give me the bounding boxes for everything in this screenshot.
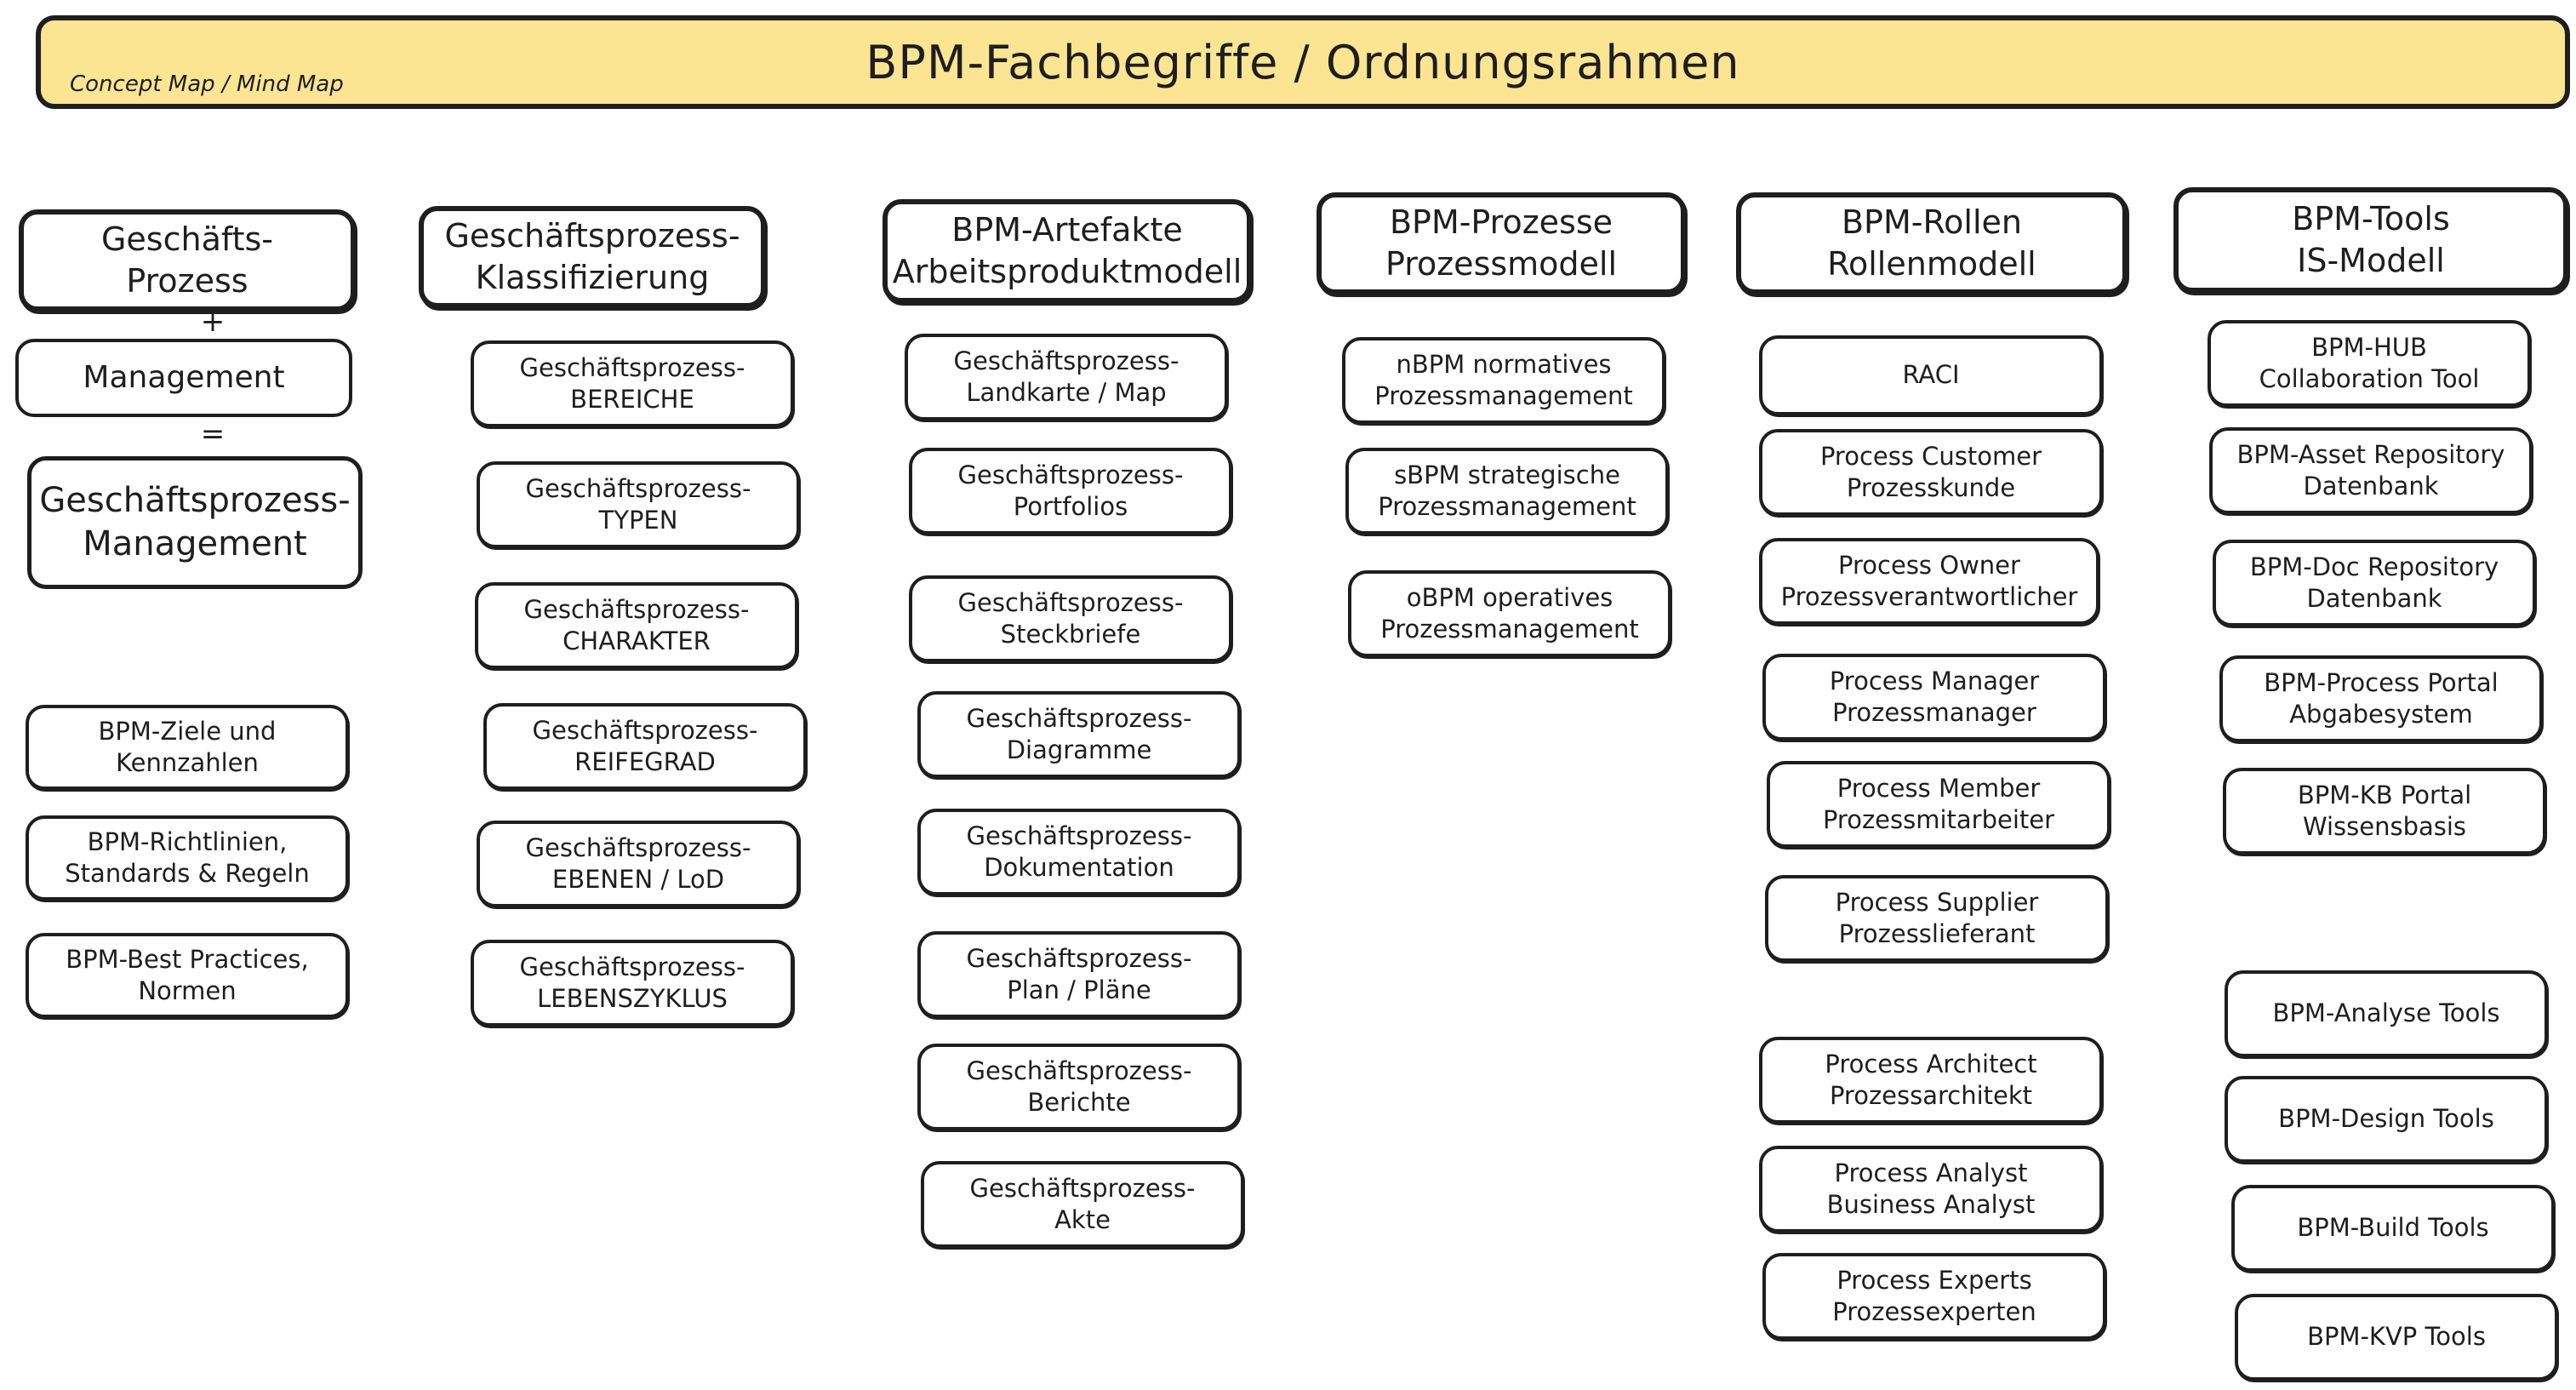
- col4-header[interactable]: BPM-Prozesse Prozessmodell: [1317, 192, 1686, 295]
- col4-item-2[interactable]: oBPM operatives Prozessmanagement: [1348, 570, 1671, 657]
- management-node[interactable]: Management: [15, 339, 352, 417]
- col6-item-8[interactable]: BPM-KVP Tools: [2235, 1294, 2558, 1381]
- col6-item-5[interactable]: BPM-Analyse Tools: [2225, 970, 2548, 1057]
- col6-item-4[interactable]: BPM-KB Portal Wissensbasis: [2223, 768, 2546, 855]
- col5-item-7[interactable]: Process Analyst Business Analyst: [1759, 1146, 2103, 1233]
- col6-item-2[interactable]: BPM-Doc Repository Datenbank: [2213, 540, 2536, 626]
- col3-item-5[interactable]: Geschäftsprozess- Plan / Pläne: [917, 931, 1241, 1018]
- col6-item-1[interactable]: BPM-Asset Repository Datenbank: [2209, 427, 2533, 514]
- col2-item-3[interactable]: Geschäftsprozess- REIFEGRAD: [483, 703, 807, 790]
- col5-item-2[interactable]: Process Owner Prozessverantwortlicher: [1759, 538, 2099, 625]
- title-banner: BPM-Fachbegriffe / Ordnungsrahmen Concep…: [36, 15, 2570, 109]
- col6-item-3[interactable]: BPM-Process Portal Abgabesystem: [2219, 655, 2543, 742]
- col3-item-4[interactable]: Geschäftsprozess- Dokumentation: [917, 809, 1241, 895]
- col5-item-1[interactable]: Process Customer Prozesskunde: [1759, 429, 2103, 516]
- col5-item-8[interactable]: Process Experts Prozessexperten: [1762, 1253, 2106, 1340]
- col5-item-3[interactable]: Process Manager Prozessmanager: [1762, 654, 2106, 741]
- equals-operator: =: [200, 417, 226, 451]
- col3-item-6[interactable]: Geschäftsprozess- Berichte: [917, 1044, 1241, 1130]
- plus-operator: +: [200, 305, 226, 339]
- col3-item-2[interactable]: Geschäftsprozess- Steckbriefe: [909, 575, 1232, 662]
- col6-item-6[interactable]: BPM-Design Tools: [2225, 1076, 2548, 1163]
- col5-header[interactable]: BPM-Rollen Rollenmodell: [1736, 192, 2128, 295]
- col2-item-0[interactable]: Geschäftsprozess- BEREICHE: [471, 340, 794, 427]
- col1-item-1[interactable]: BPM-Richtlinien, Standards & Regeln: [26, 815, 349, 901]
- result-node[interactable]: Geschäftsprozess- Management: [27, 456, 363, 589]
- col6-item-0[interactable]: BPM-HUB Collaboration Tool: [2208, 320, 2531, 407]
- page-title: BPM-Fachbegriffe / Ordnungsrahmen: [865, 36, 1740, 89]
- col1-item-2[interactable]: BPM-Best Practices, Normen: [26, 933, 349, 1018]
- col2-item-5[interactable]: Geschäftsprozess- LEBENSZYKLUS: [471, 940, 794, 1027]
- col2-item-1[interactable]: Geschäftsprozess- TYPEN: [477, 461, 800, 548]
- col1-header[interactable]: Geschäfts- Prozess: [19, 209, 356, 312]
- col1-item-0[interactable]: BPM-Ziele und Kennzahlen: [26, 705, 349, 790]
- page-subtitle: Concept Map / Mind Map: [70, 72, 344, 97]
- col3-header[interactable]: BPM-Artefakte Arbeitsproduktmodell: [882, 199, 1252, 303]
- col4-item-0[interactable]: nBPM normatives Prozessmanagement: [1342, 337, 1665, 424]
- col2-item-4[interactable]: Geschäftsprozess- EBENEN / LoD: [477, 821, 800, 907]
- col2-header[interactable]: Geschäftsprozess- Klassifizierung: [419, 206, 766, 308]
- col5-item-5[interactable]: Process Supplier Prozesslieferant: [1765, 875, 2109, 962]
- col5-item-6[interactable]: Process Architect Prozessarchitekt: [1759, 1037, 2103, 1124]
- col4-item-1[interactable]: sBPM strategische Prozessmanagement: [1345, 448, 1669, 535]
- col5-item-4[interactable]: Process Member Prozessmitarbeiter: [1767, 761, 2110, 848]
- col2-item-2[interactable]: Geschäftsprozess- CHARAKTER: [475, 582, 798, 669]
- col6-item-7[interactable]: BPM-Build Tools: [2231, 1185, 2555, 1272]
- col6-header[interactable]: BPM-Tools IS-Modell: [2173, 187, 2568, 293]
- col5-item-0[interactable]: RACI: [1759, 335, 2103, 415]
- col3-item-3[interactable]: Geschäftsprozess- Diagramme: [917, 691, 1241, 778]
- col3-item-0[interactable]: Geschäftsprozess- Landkarte / Map: [905, 334, 1228, 420]
- col3-item-7[interactable]: Geschäftsprozess- Akte: [921, 1161, 1244, 1248]
- col3-item-1[interactable]: Geschäftsprozess- Portfolios: [909, 448, 1232, 535]
